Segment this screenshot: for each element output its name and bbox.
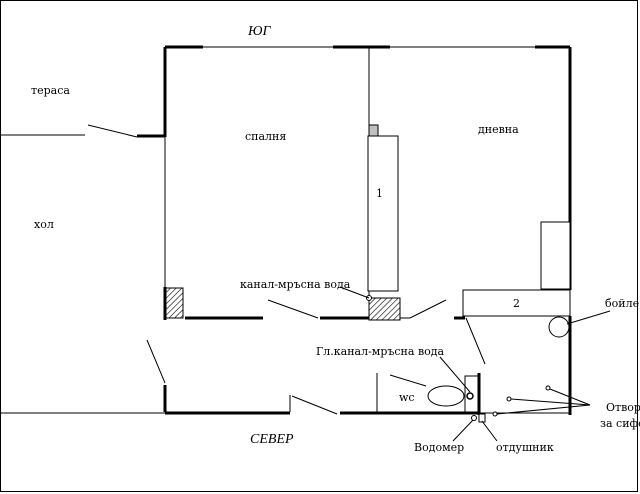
counter-2-label: 2 (513, 297, 520, 310)
duct-center-hatched (368, 297, 401, 321)
main-sewer-pipe-icon (466, 392, 474, 400)
north-label: СЕВЕР (250, 432, 294, 447)
wc-riser (464, 375, 480, 413)
annotation-leaders (339, 286, 591, 442)
cabinet-1 (367, 135, 399, 292)
terrace-door (0, 124, 165, 138)
water-meter-label: Водомер (414, 441, 464, 454)
counter-2 (462, 289, 571, 317)
room-bedroom: спалня (245, 130, 286, 143)
room-wc: wc (399, 391, 415, 404)
boiler-leader (566, 310, 611, 325)
room-terrace: тераса (31, 84, 70, 97)
drain-opening-icon (545, 385, 551, 391)
vent-label: отдушник (496, 441, 554, 454)
boiler-icon (548, 316, 570, 338)
openings-label-1: Отвор (606, 401, 640, 414)
openings-label-2: за сифо (600, 417, 640, 430)
toilet-icon (427, 385, 465, 407)
water-meter-icon (471, 415, 477, 421)
cabinet-1-top (368, 124, 379, 137)
cabinet-1-label: 1 (376, 187, 383, 200)
main-sewer-label: Гл.канал-мръсна вода (316, 345, 445, 358)
door-swings (146, 299, 486, 415)
sewer-label: канал-мръсна вода (240, 278, 351, 291)
south-label: ЮГ (247, 24, 271, 39)
room-living: дневна (478, 123, 519, 136)
duct-left-hatched (164, 287, 184, 319)
drain-opening-icon (506, 396, 512, 402)
boiler-label: бойле (605, 297, 639, 310)
room-hall: хол (34, 218, 54, 231)
kitchen-upper-cabinet (540, 221, 571, 290)
vent-icon (478, 413, 486, 423)
drain-opening-icon (492, 411, 498, 417)
